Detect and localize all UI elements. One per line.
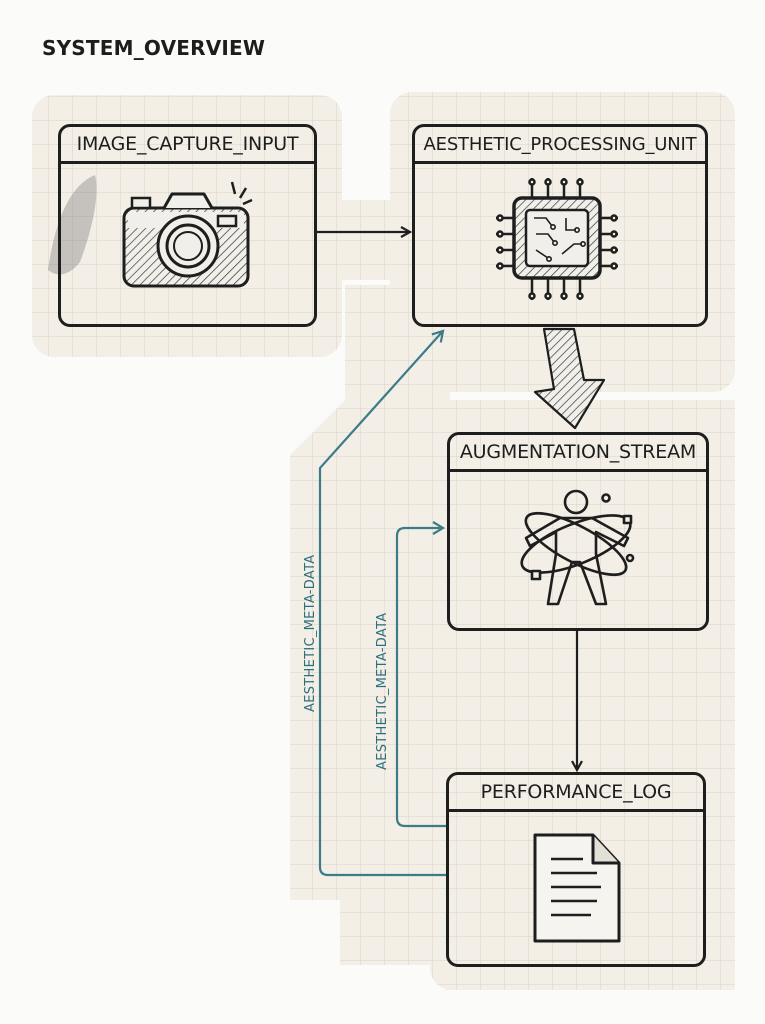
edge-performance-to-processing-feedback	[318, 329, 446, 877]
node-label: IMAGE_CAPTURE_INPUT	[61, 127, 314, 164]
camera-icon	[122, 181, 253, 288]
node-image-capture-input: IMAGE_CAPTURE_INPUT	[58, 124, 317, 327]
node-label: AESTHETIC_PROCESSING_UNIT	[415, 127, 705, 164]
edge-label-outer-feedback: AESTHETIC_META-DATA	[303, 554, 318, 713]
node-performance-log: PERFORMANCE_LOG	[446, 772, 706, 967]
edge-label-inner-feedback: AESTHETIC_META-DATA	[375, 612, 390, 771]
human-orbit-icon	[520, 489, 635, 606]
document-icon	[533, 833, 621, 943]
edge-processing-to-augmentation	[533, 327, 606, 430]
diagram-title: SYSTEM_OVERVIEW	[42, 36, 266, 60]
node-label: PERFORMANCE_LOG	[449, 775, 703, 812]
node-label: AUGMENTATION_STREAM	[450, 435, 706, 472]
cpu-chip-icon	[496, 178, 618, 300]
node-augmentation-stream: AUGMENTATION_STREAM	[447, 432, 709, 631]
node-aesthetic-processing-unit: AESTHETIC_PROCESSING_UNIT	[412, 124, 708, 327]
edge-performance-to-augmentation-feedback	[395, 521, 446, 828]
